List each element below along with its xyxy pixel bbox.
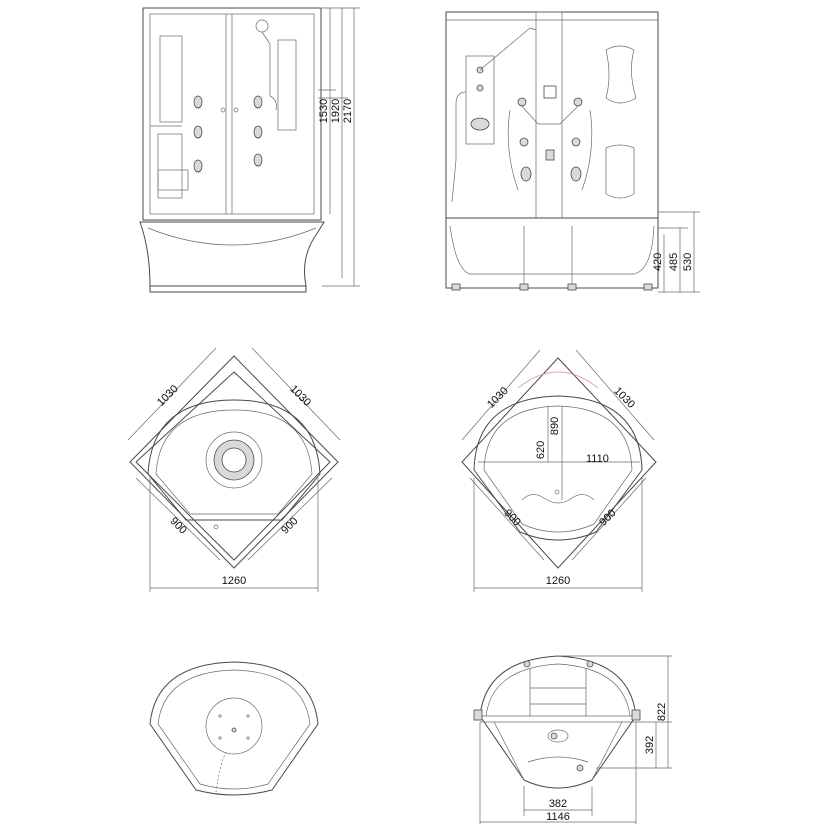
plan-right-side-b: 1030 — [611, 385, 637, 411]
plan-right-depth-620: 620 — [535, 441, 547, 459]
side-height-420: 420 — [652, 253, 664, 271]
plan-left-side-b: 1030 — [287, 383, 313, 409]
plan-right-side-a: 1030 — [485, 385, 511, 411]
side-height-485: 485 — [668, 253, 680, 271]
plan-right-span: 1110 — [586, 453, 609, 465]
front-height-1920: 1920 — [330, 99, 342, 123]
plan-right-width: 1260 — [546, 575, 570, 587]
base-height-822: 822 — [656, 703, 668, 721]
base-inner-392: 392 — [644, 736, 656, 754]
base-width-1146: 1146 — [546, 811, 570, 823]
side-height-530: 530 — [682, 253, 694, 271]
plan-right-depth-890: 890 — [549, 417, 561, 435]
front-elevation-view: 1530 1920 2170 — [139, 7, 360, 293]
base-frame-view: 822 392 382 1146 — [473, 655, 672, 824]
base-tray-view — [149, 661, 319, 796]
plan-view-bathtub: 1030 1030 620 890 1110 900 900 1260 — [461, 349, 657, 592]
base-seat-382: 382 — [549, 798, 567, 810]
front-height-2170: 2170 — [342, 99, 354, 123]
plan-left-side-a: 1030 — [155, 383, 181, 409]
plan-left-width: 1260 — [222, 575, 246, 587]
front-height-1530: 1530 — [318, 99, 330, 123]
side-elevation-view: 420 485 530 — [445, 11, 700, 293]
plan-view-shower-tray: 1030 1030 900 900 1260 — [127, 347, 341, 592]
